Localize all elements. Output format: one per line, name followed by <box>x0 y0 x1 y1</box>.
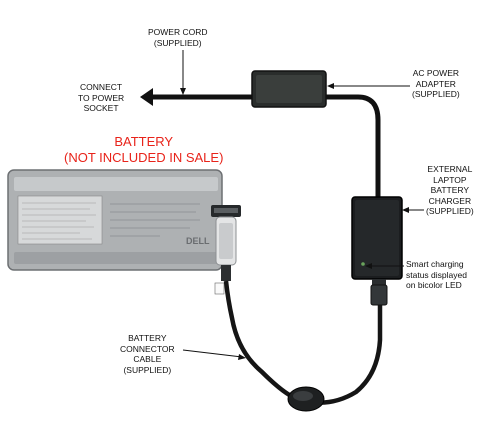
battery-brand-logo: DELL <box>186 236 210 246</box>
charger-face <box>355 200 399 276</box>
plug-arrow-icon <box>140 88 153 106</box>
charger-pointer-head <box>402 207 409 213</box>
cable-pointer <box>182 349 243 358</box>
dc-cable-line <box>326 94 381 198</box>
cable-tag <box>214 282 225 295</box>
ac-adapter-pointer-head <box>327 83 334 89</box>
battery-cable-line <box>223 280 383 405</box>
connector-housing-inner <box>219 223 233 259</box>
battery-ridge <box>14 177 218 191</box>
charger-plug <box>370 284 388 306</box>
ac-adapter-top <box>256 75 322 103</box>
led-pointer-head <box>365 263 372 269</box>
charger-plug-strain <box>372 279 386 285</box>
bicolor-led-icon <box>361 262 365 266</box>
cable-pointer-head <box>238 354 246 360</box>
power-cord-pointer-head <box>180 88 186 95</box>
battery-label-lines <box>22 202 96 240</box>
battery-connector-pins <box>214 208 238 213</box>
battery-base <box>14 252 218 264</box>
connector-strain-relief <box>221 265 231 281</box>
battery-title: BATTERY(NOT INCLUDED IN SALE) <box>64 134 224 165</box>
battery-label-sticker <box>17 195 103 245</box>
battery-text-lines <box>110 203 200 237</box>
power-cord-label: POWER CORD(SUPPLIED) <box>148 27 208 48</box>
ferrite-core-highlight <box>293 391 313 401</box>
